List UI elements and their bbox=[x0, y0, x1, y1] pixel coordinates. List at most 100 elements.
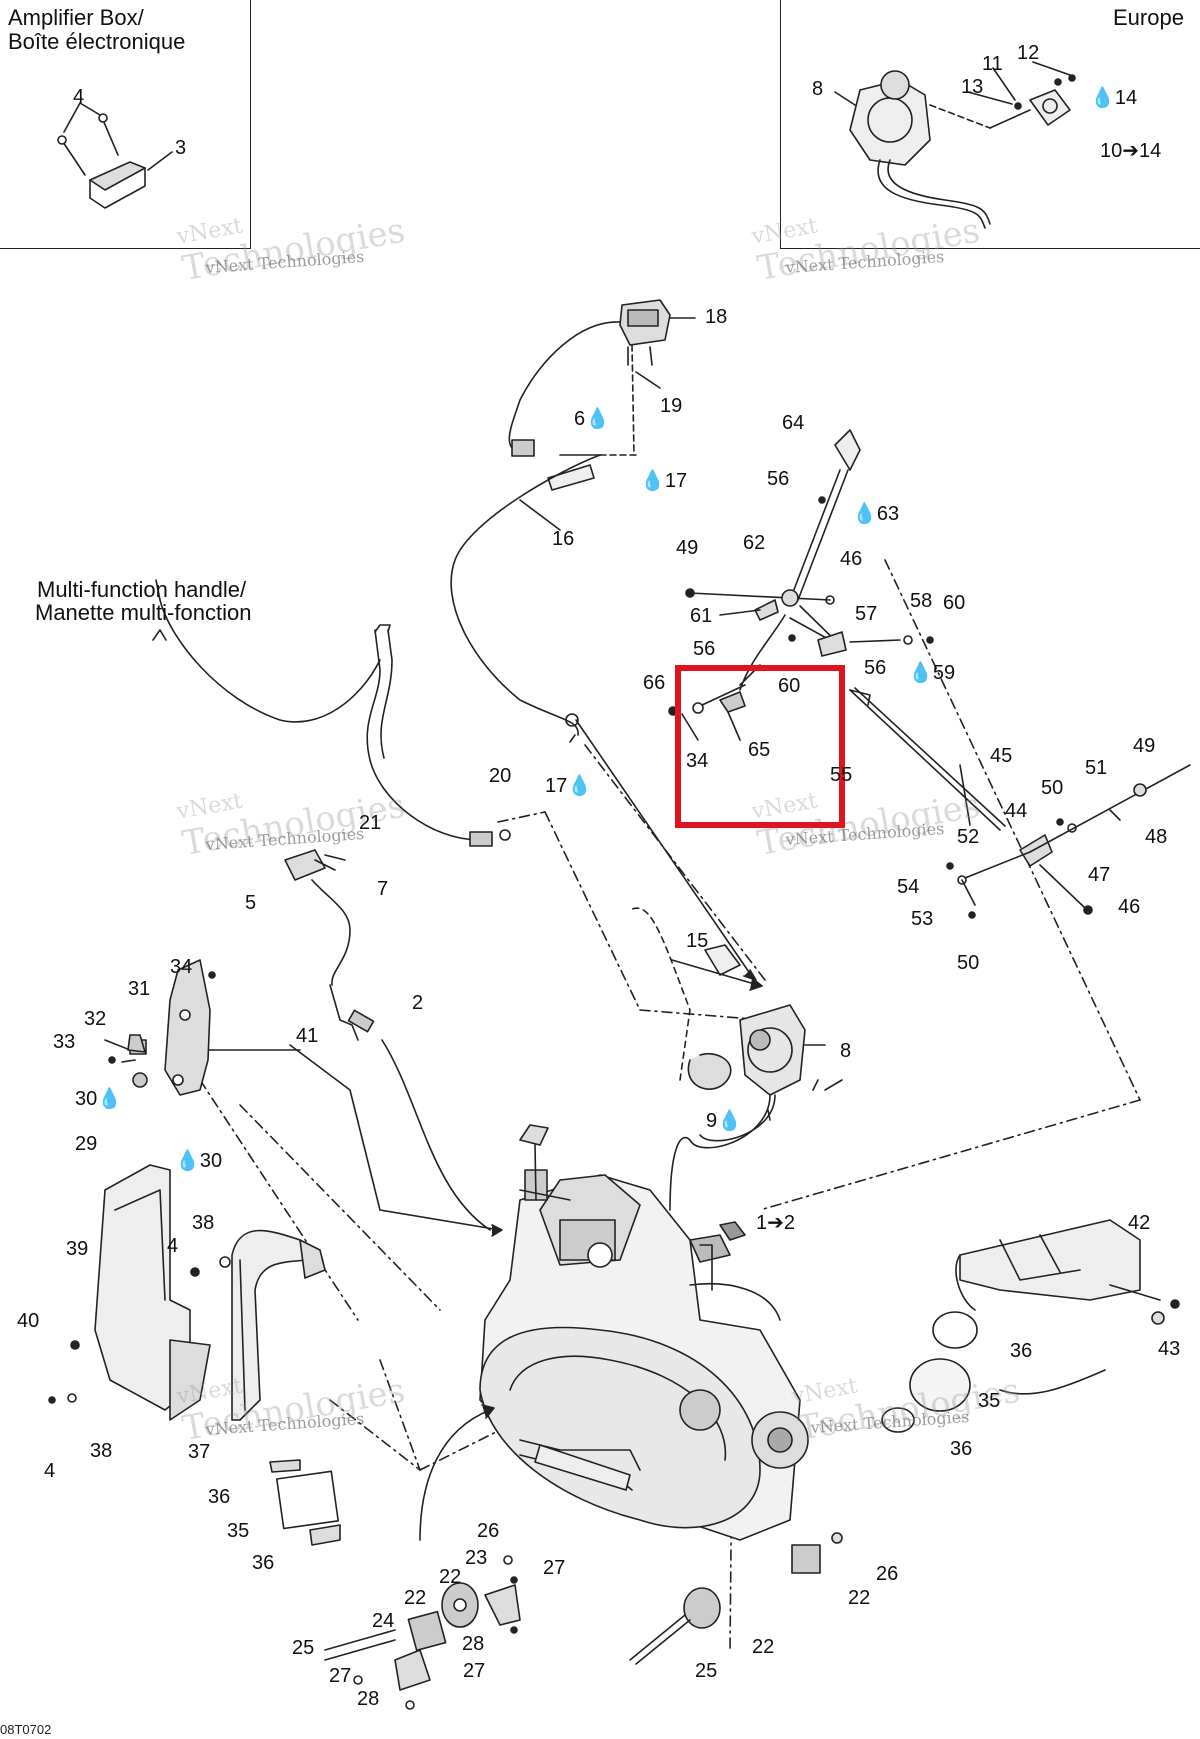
callout-35b: 35 bbox=[227, 1520, 250, 1542]
callout-8b: 8 bbox=[840, 1040, 852, 1062]
amplifier-box-inset bbox=[0, 0, 251, 249]
diagram-code: 08T0702 bbox=[0, 1722, 52, 1737]
engine bbox=[479, 1124, 809, 1541]
europe-inset-title: Europe bbox=[1113, 5, 1184, 30]
callout-5: 5 bbox=[245, 892, 257, 914]
callout-14: 💧14 bbox=[1090, 87, 1138, 109]
amplifier-box-title-line1: Amplifier Box/ bbox=[8, 5, 144, 30]
callout-48: 48 bbox=[1145, 826, 1168, 848]
callout-55: 55 bbox=[830, 764, 853, 786]
callout-4b: 4 bbox=[167, 1235, 179, 1257]
callout-22b: 22 bbox=[404, 1587, 427, 1609]
callout-9: 9💧 bbox=[706, 1110, 743, 1132]
callout-52: 52 bbox=[957, 826, 980, 848]
callout-50b: 50 bbox=[957, 952, 980, 974]
callout-47: 47 bbox=[1088, 864, 1111, 886]
callout-4: 4 bbox=[73, 86, 85, 108]
callout-6: 6💧 bbox=[574, 408, 611, 430]
callout-17b: 17💧 bbox=[545, 775, 593, 797]
callout-26b: 26 bbox=[876, 1563, 899, 1585]
callout-41: 41 bbox=[296, 1025, 319, 1047]
callout-40: 40 bbox=[17, 1310, 40, 1332]
callout-22d: 22 bbox=[752, 1636, 775, 1658]
callout-31: 31 bbox=[128, 978, 151, 1000]
heat-shield bbox=[48, 1164, 231, 1421]
callout-27b: 27 bbox=[329, 1665, 352, 1687]
callout-65: 65 bbox=[748, 739, 771, 761]
callout-51: 51 bbox=[1085, 757, 1108, 779]
callout-59: 💧59 bbox=[908, 662, 956, 684]
multi-function-handle-cable bbox=[152, 579, 511, 847]
callout-30: 30💧 bbox=[75, 1088, 123, 1110]
callout-64: 64 bbox=[782, 412, 805, 434]
throttle-handle-assembly bbox=[450, 299, 696, 743]
callout-36d: 36 bbox=[252, 1552, 275, 1574]
callout-49: 49 bbox=[676, 537, 699, 559]
callout-10-to-14: 10➔14 bbox=[1100, 140, 1162, 162]
callout-43: 43 bbox=[1158, 1338, 1181, 1360]
callout-62: 62 bbox=[743, 532, 766, 554]
amplifier-box-part bbox=[57, 102, 173, 209]
callout-7: 7 bbox=[377, 878, 389, 900]
callout-35: 35 bbox=[978, 1390, 1001, 1412]
air-intake bbox=[881, 1219, 1180, 1433]
callout-60: 60 bbox=[943, 592, 966, 614]
callout-22: 22 bbox=[439, 1566, 462, 1588]
lever-assembly bbox=[685, 429, 1006, 831]
arrow-right-icon: ➔ bbox=[1122, 140, 1140, 162]
europe-inset bbox=[780, 0, 1200, 249]
callout-56c: 56 bbox=[864, 657, 887, 679]
callout-63: 💧63 bbox=[852, 503, 900, 525]
callout-28: 28 bbox=[462, 1633, 485, 1655]
callout-42: 42 bbox=[1128, 1212, 1151, 1234]
callout-66: 66 bbox=[643, 672, 666, 694]
amplifier-box-title-line2: Boîte électronique bbox=[8, 29, 186, 54]
callout-21: 21 bbox=[359, 812, 382, 834]
callout-45: 45 bbox=[990, 745, 1013, 767]
callout-1-to-2: 1➔2 bbox=[756, 1212, 796, 1234]
callout-17: 💧17 bbox=[640, 470, 688, 492]
europe-carburetor bbox=[834, 61, 1076, 229]
fluid-drop-icon: 💧 bbox=[175, 1150, 200, 1172]
callout-27: 27 bbox=[543, 1557, 566, 1579]
callout-2: 2 bbox=[412, 992, 424, 1014]
callout-58: 58 bbox=[910, 590, 933, 612]
callout-11: 11 bbox=[982, 53, 1003, 75]
callout-46: 46 bbox=[840, 548, 863, 570]
fluid-drop-icon: 💧 bbox=[717, 1110, 743, 1132]
handle-caption-line1: Multi-function handle/ bbox=[37, 577, 247, 602]
callout-53: 53 bbox=[911, 908, 934, 930]
callout-15: 15 bbox=[686, 930, 709, 952]
callout-23: 23 bbox=[465, 1547, 488, 1569]
callout-56: 56 bbox=[767, 468, 790, 490]
callout-12: 12 bbox=[1017, 42, 1040, 64]
callout-19: 19 bbox=[660, 395, 683, 417]
callout-56b: 56 bbox=[693, 638, 716, 660]
callout-27c: 27 bbox=[463, 1660, 486, 1682]
arrows bbox=[199, 719, 1106, 1541]
callout-33: 33 bbox=[53, 1031, 76, 1053]
fluid-drop-icon: 💧 bbox=[567, 775, 593, 797]
callout-38: 38 bbox=[192, 1212, 215, 1234]
handle-caption-line2: Manette multi-fonction bbox=[35, 600, 252, 625]
exhaust-pipe bbox=[231, 1229, 341, 1546]
callout-57: 57 bbox=[855, 603, 878, 625]
fluid-drop-icon: 💧 bbox=[852, 503, 877, 525]
callout-34: 34 bbox=[686, 750, 709, 772]
callout-38b: 38 bbox=[90, 1440, 113, 1462]
callout-24: 24 bbox=[372, 1610, 395, 1632]
callout-3: 3 bbox=[175, 137, 187, 159]
callout-34b: 34 bbox=[170, 956, 193, 978]
fluid-drop-icon: 💧 bbox=[640, 470, 665, 492]
fluid-drop-icon: 💧 bbox=[908, 662, 933, 684]
mounting-bracket bbox=[104, 959, 216, 1096]
callout-25: 25 bbox=[292, 1637, 315, 1659]
callout-20: 20 bbox=[489, 765, 512, 787]
callout-60b: 60 bbox=[778, 675, 801, 697]
callout-4c: 4 bbox=[44, 1460, 56, 1482]
callout-36: 36 bbox=[1010, 1340, 1033, 1362]
callout-54: 54 bbox=[897, 876, 920, 898]
right-linkage bbox=[946, 764, 1191, 919]
